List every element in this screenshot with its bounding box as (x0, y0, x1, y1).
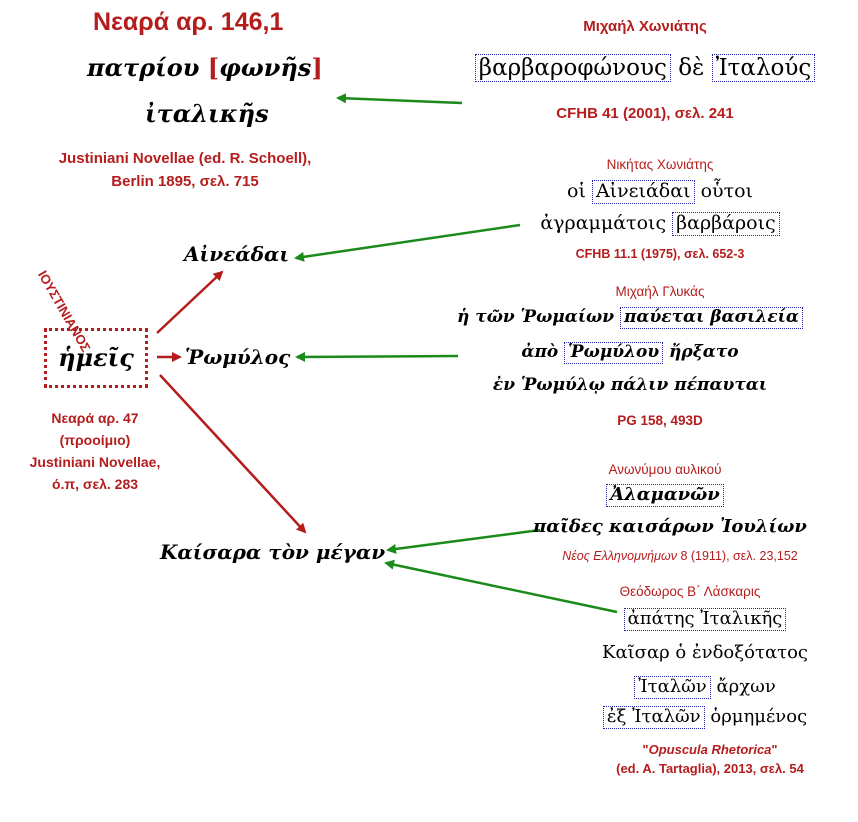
hemeis-word: ἡμεῖς (58, 343, 134, 372)
houtoi-word: οὗτοι (700, 180, 753, 202)
de-word: δὲ (678, 55, 705, 81)
quote-open: " (642, 742, 649, 757)
target-romylos: Ῥωμύλος (185, 345, 291, 369)
glykas-l1-pre: ἡ τῶν Ῥωμαίων (457, 307, 615, 327)
ex-italon-box: ἐξ Ἰταλῶν (602, 706, 705, 729)
arrow-hemeis-to-kaisara (159, 374, 307, 534)
pauetai-box: παύεται βασιλεία (619, 307, 803, 329)
patriou-word: πατρίου (87, 53, 200, 82)
laskaris-line3: Ἰταλῶν ἄρχων (560, 676, 850, 699)
barbarophonous-box: βαρβαροφώνους (474, 54, 671, 83)
prooimio: (προοίμιο) (59, 432, 131, 448)
hemeis-box: ἡμεῖς (44, 328, 148, 388)
quote-close: " (771, 742, 778, 757)
anonymous-citation: Νέος Ελληνομνήμων 8 (1911), σελ. 23,152 (510, 549, 850, 563)
barbarois-box: βαρβάροις (672, 212, 780, 236)
novel-47-citation: Νεαρά αρ. 47 (προοίμιο) Justiniani Novel… (5, 407, 185, 495)
novel-146-title: Νεαρά αρ. 146,1 (93, 8, 284, 36)
bracket-close: ] (311, 53, 323, 82)
erxato-word: ἤρξατο (669, 342, 739, 362)
glykas-line1: ἡ τῶν Ῥωμαίων παύεται βασιλεία (410, 307, 850, 329)
niketas-citation: CFHB 11.1 (1975), σελ. 652-3 (575, 247, 745, 261)
target-kaisara: Καίσαρα τὸν μέγαν (160, 540, 386, 564)
opuscula-line: "Opuscula Rhetorica" (575, 740, 845, 759)
archon-word: ἄρχων (716, 676, 776, 697)
anonymous-author: Ανωνύμου αυλικού (608, 462, 722, 477)
bracket-open: [ (207, 53, 220, 82)
laskaris-line1: ἀπάτης Ἰταλικῆς (560, 608, 850, 631)
target-aineadai: Αἰνεάδαι (184, 242, 290, 266)
glykas-citation: PG 158, 493D (617, 413, 703, 428)
novel-47-cite2: ό.π, σελ. 283 (51, 476, 139, 492)
anonymous-line1: Ἀλαμανῶν (535, 484, 795, 507)
arrow-laskaris-to-kaisara (384, 559, 618, 614)
italikes-word: ἰταλικῆs (145, 99, 269, 128)
laskaris-author: Θεόδωρος Β΄ Λάσκαρις (619, 584, 761, 599)
novel-47-title: Νεαρά αρ. 47 (51, 410, 139, 426)
apo-word: ἀπὸ (521, 342, 559, 362)
glykas-line3: ἐν Ῥωμύλῳ πάλιν πέπαυται (492, 375, 768, 395)
romylou-box: Ῥωμύλου (564, 342, 664, 364)
hormemenos-word: ὁρμημένος (710, 706, 808, 727)
arrow-hemeis-to-aineadai (156, 270, 224, 334)
neos-ellinomnemon: Νέος Ελληνομνήμων (562, 549, 677, 563)
aineiadai-box: Αἰνειάδαι (591, 180, 695, 204)
alamanon-box: Ἀλαμανῶν (606, 484, 724, 507)
tartaglia-line: (ed. A. Tartaglia), 2013, σελ. 54 (616, 761, 804, 776)
arrow-glykas-to-romylos (295, 351, 459, 362)
novel-47-cite1: Justiniani Novellae, (29, 454, 161, 470)
opuscula-title: Opuscula Rhetorica (648, 742, 772, 757)
laskaris-line2: Καῖσαρ ὁ ἐνδοξότατος (602, 642, 808, 663)
laskaris-line4: ἐξ Ἰταλῶν ὁρμημένος (560, 706, 850, 729)
novel-146-citation: Justiniani Novellae (ed. R. Schoell), Be… (40, 147, 330, 193)
choniates-citation: CFHB 41 (2001), σελ. 241 (556, 105, 734, 122)
laskaris-citation: "Opuscula Rhetorica" (ed. A. Tartaglia),… (575, 740, 845, 778)
glykas-line2: ἀπὸ Ῥωμύλου ἤρξατο (410, 342, 850, 364)
italous-box: Ἰταλούς (711, 54, 816, 83)
niketas-line1: οἱ Αἰνειάδαι οὗτοι (500, 180, 820, 204)
arrow-niketas-to-aineadai (294, 223, 521, 262)
arrow-anonymous-to-kaisara (386, 528, 541, 554)
niketas-author: Νικήτας Χωνιάτης (606, 157, 714, 172)
novel-146-cite-line1: Justiniani Novellae (ed. R. Schoell), (58, 150, 312, 167)
apates-italikes-box: ἀπάτης Ἰταλικῆς (623, 608, 787, 631)
novel-146-cite-line2: Berlin 1895, σελ. 715 (111, 173, 259, 190)
choniates-quote: βαρβαροφώνους δὲ Ἰταλούς (455, 54, 835, 83)
arrow-choniates-to-italikes (336, 93, 463, 105)
phones-word: φωνῆs (219, 53, 312, 82)
choniates-author: Μιχαήλ Χωνιάτης (583, 18, 707, 35)
anonymous-line2: παῖδες καισάρων Ἰουλίων (533, 516, 807, 537)
hoi-word: οἱ (567, 180, 586, 202)
italon-box: Ἰταλῶν (634, 676, 711, 699)
glykas-author: Μιχαήλ Γλυκάς (615, 284, 705, 299)
patriou-line: πατρίου [φωνῆs] (87, 53, 323, 82)
agrammatois-word: ἀγραμμάτοις (540, 212, 667, 234)
niketas-line2: ἀγραμμάτοις βαρβάροις (500, 212, 820, 236)
anonymous-cite-rest: 8 (1911), σελ. 23,152 (680, 549, 798, 563)
